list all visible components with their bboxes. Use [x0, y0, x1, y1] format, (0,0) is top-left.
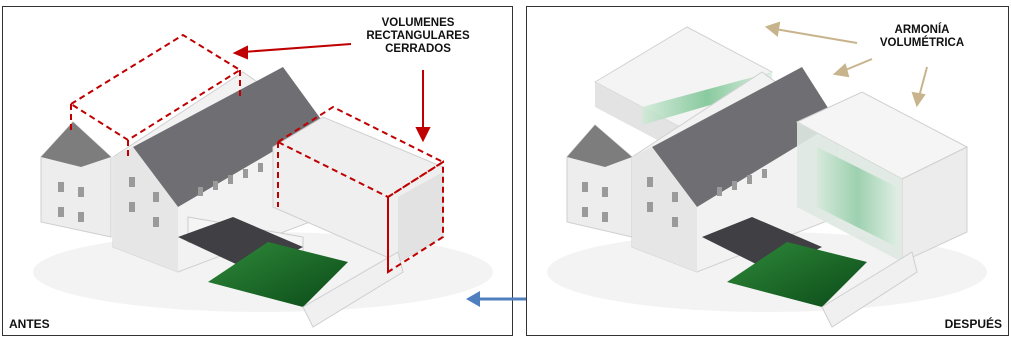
annotation-line: VOLUMENES — [381, 17, 455, 29]
building-before-illustration — [33, 33, 493, 328]
panel-before: VOLUMENES RECTANGULARES CERRADOS ANTES — [2, 6, 513, 336]
annotation-line: VOLUMÉTRICA — [879, 37, 965, 49]
label-before: ANTES — [9, 317, 50, 331]
panel-after: ARMONÍA VOLUMÉTRICA DESPUÉS — [526, 6, 1009, 336]
annotation-line: CERRADOS — [385, 43, 451, 55]
label-after: DESPUÉS — [944, 317, 1002, 331]
annotation-line: RECTANGULARES — [366, 30, 470, 42]
annotation-line: ARMONÍA — [894, 24, 950, 36]
building-after-illustration — [547, 21, 987, 328]
annotation-harmony: ARMONÍA VOLUMÉTRICA — [862, 24, 982, 50]
annotation-volumes: VOLUMENES RECTANGULARES CERRADOS — [348, 17, 488, 56]
